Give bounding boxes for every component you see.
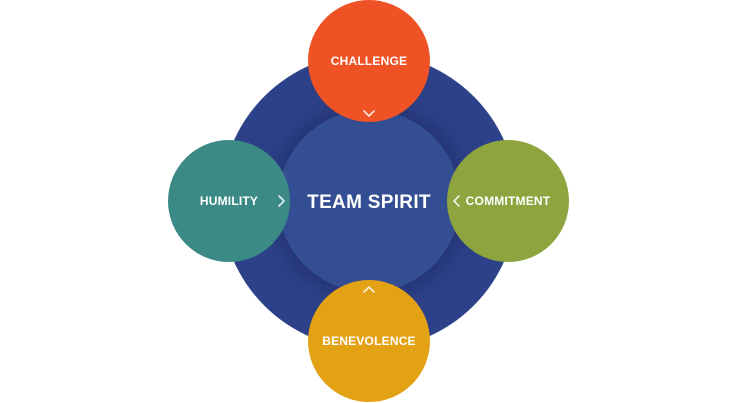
chevron-down-icon bbox=[363, 110, 375, 117]
center-label: TEAM SPIRIT bbox=[307, 192, 431, 213]
node-commitment-label: COMMITMENT bbox=[466, 194, 551, 208]
chevron-up-icon bbox=[363, 286, 375, 293]
node-benevolence-label: BENEVOLENCE bbox=[322, 334, 416, 348]
node-benevolence bbox=[308, 280, 430, 402]
node-challenge-label: CHALLENGE bbox=[331, 54, 407, 68]
node-humility bbox=[168, 140, 290, 262]
center-circle bbox=[278, 110, 460, 292]
chevron-left-icon bbox=[453, 195, 460, 207]
node-commitment bbox=[447, 140, 569, 262]
node-humility-label: HUMILITY bbox=[200, 194, 258, 208]
node-challenge bbox=[308, 0, 430, 122]
chevron-right-icon bbox=[278, 195, 285, 207]
